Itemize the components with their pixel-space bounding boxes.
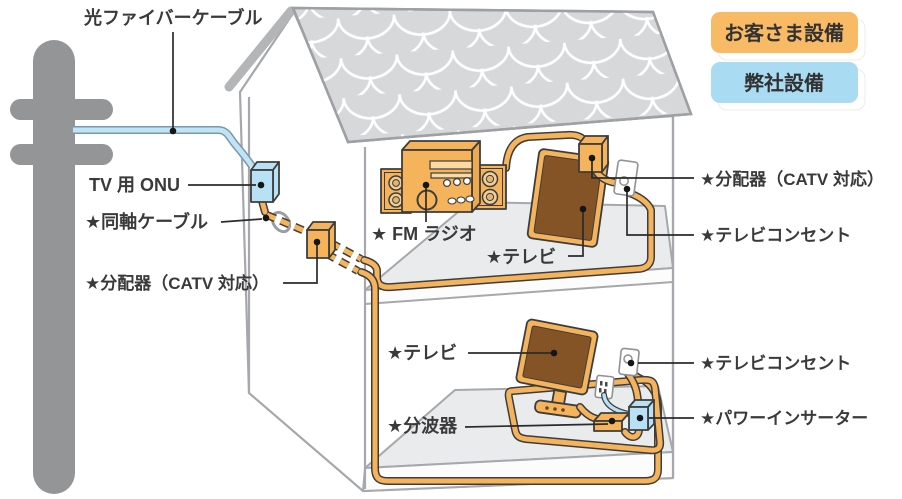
label-tv-onu: TV 用 ONU <box>89 175 180 195</box>
legend-company-badge <box>711 62 858 103</box>
roof-shingles <box>291 6 693 144</box>
tv-2f <box>526 148 610 248</box>
tv-2f-screen <box>533 155 603 241</box>
label-tv-2f: ★テレビ <box>486 247 556 267</box>
label-fm-radio: ★ FM ラジオ <box>371 224 477 244</box>
cable-service-loop <box>270 210 292 234</box>
label-splitter-right: ★分配器（CATV 対応） <box>700 169 884 189</box>
legend-customer-badge <box>711 12 858 53</box>
label-splitter-left: ★分配器（CATV 対応） <box>85 273 269 293</box>
tv-1f <box>515 318 599 419</box>
label-coax-cable: ★同軸ケーブル <box>85 211 208 232</box>
leader-lines <box>169 32 694 428</box>
splitter-left-box <box>306 221 336 259</box>
label-separator: ★分波器 <box>387 415 458 436</box>
legend-company-label: 弊社設備 <box>744 71 824 95</box>
utility-pole <box>10 40 113 494</box>
label-tv-1f: ★テレビ <box>387 343 457 363</box>
label-fiber-cable: 光ファイバーケーブル <box>83 7 263 28</box>
legend-customer-label: お客さま設備 <box>724 21 844 45</box>
onu-box <box>250 161 280 203</box>
fm-radio <box>380 140 507 214</box>
radio-top <box>401 140 481 151</box>
splitter-right-box <box>578 135 609 173</box>
label-power-inserter: ★パワーインサーター <box>700 409 868 428</box>
label-tv-outlet-2f: ★テレビコンセント <box>700 226 851 245</box>
label-tv-outlet-1f: ★テレビコンセント <box>700 354 851 373</box>
power-inserter-box <box>628 399 655 431</box>
tv-1f-back-panel <box>522 325 592 389</box>
legend: お客さま設備 弊社設備 <box>711 12 866 111</box>
roof-gable-edge <box>224 6 296 92</box>
